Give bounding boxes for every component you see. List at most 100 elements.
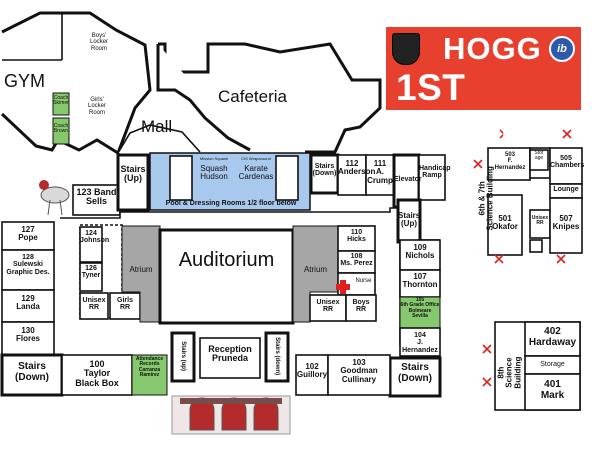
nurse-label: Nurse <box>355 278 372 284</box>
entrance-doors-icon <box>171 395 291 435</box>
floor-title: 1ST FLOOR <box>396 67 528 150</box>
stairs-down-top-label: Stairs(Down) <box>312 163 337 178</box>
mission-squash-label: Mission Squash <box>199 156 229 161</box>
girls-rr <box>109 292 141 320</box>
attendance-office <box>131 354 168 396</box>
stairs-up-small-label: Stairs (up) <box>180 341 187 371</box>
room-103 <box>327 354 391 396</box>
room-129 <box>1 289 55 323</box>
stairs-down-small-label: Stairs (down) <box>274 337 281 376</box>
stairs-up-small <box>170 331 196 383</box>
room-130 <box>1 321 55 356</box>
stairs-down-br <box>388 356 442 398</box>
mascot-icon <box>39 180 70 216</box>
gym-label: GYM <box>4 71 46 91</box>
pool-stairs-left <box>169 155 193 201</box>
unisex-left <box>79 292 109 320</box>
room-111 <box>365 154 395 196</box>
coach-skimer-room <box>52 92 70 116</box>
room-124 <box>79 226 103 263</box>
cis-wraparound-label: CIS Wraparound <box>241 156 271 161</box>
stairs-down-top <box>309 153 340 195</box>
atrium-left <box>121 225 161 323</box>
room-126 <box>79 262 103 292</box>
hogg-shield-logo <box>392 33 420 65</box>
auditorium <box>158 228 295 325</box>
reception <box>199 337 261 379</box>
ib-badge-icon: ib <box>549 36 575 62</box>
stairs-down-small <box>264 331 290 383</box>
handicap-ramp <box>418 154 446 201</box>
room-123 <box>72 184 121 216</box>
mall-label: Mall <box>141 117 173 136</box>
room-128 <box>1 249 55 291</box>
unisex-right <box>309 294 347 322</box>
atrium-right-label: Atrium <box>303 265 328 274</box>
boys-rr <box>345 294 377 322</box>
cafeteria-label: Cafeteria <box>218 87 287 106</box>
elevator-label: Elevator <box>394 176 422 183</box>
science-building-8 <box>494 321 581 411</box>
stairs-down-br-label: Stairs(Down) <box>398 362 432 384</box>
gym-cafeteria-outline <box>0 11 382 156</box>
stairs-up-right-label: Stairs(Up) <box>398 211 421 229</box>
pool-stairs-right <box>275 155 299 201</box>
school-name: HOGG <box>443 31 542 66</box>
room-104 <box>399 327 441 357</box>
stairs-down-bl-label: Stairs(Down) <box>15 361 49 383</box>
room-112 <box>337 154 367 196</box>
auditorium-label: Auditorium <box>178 249 275 271</box>
stairs-down-bl <box>0 353 64 397</box>
storage-8-label: Storage <box>540 361 565 368</box>
room-110 <box>337 225 376 252</box>
floor-banner: HOGG ib 1ST FLOOR <box>386 27 581 150</box>
stairs-up-top-label: Stairs(Up) <box>120 164 146 184</box>
coach-brown-room <box>52 117 70 145</box>
stairs-up-top <box>116 153 150 212</box>
atrium-left-label: Atrium <box>129 265 153 274</box>
science-building-67 <box>487 147 583 256</box>
x-exit-icon <box>473 129 572 387</box>
